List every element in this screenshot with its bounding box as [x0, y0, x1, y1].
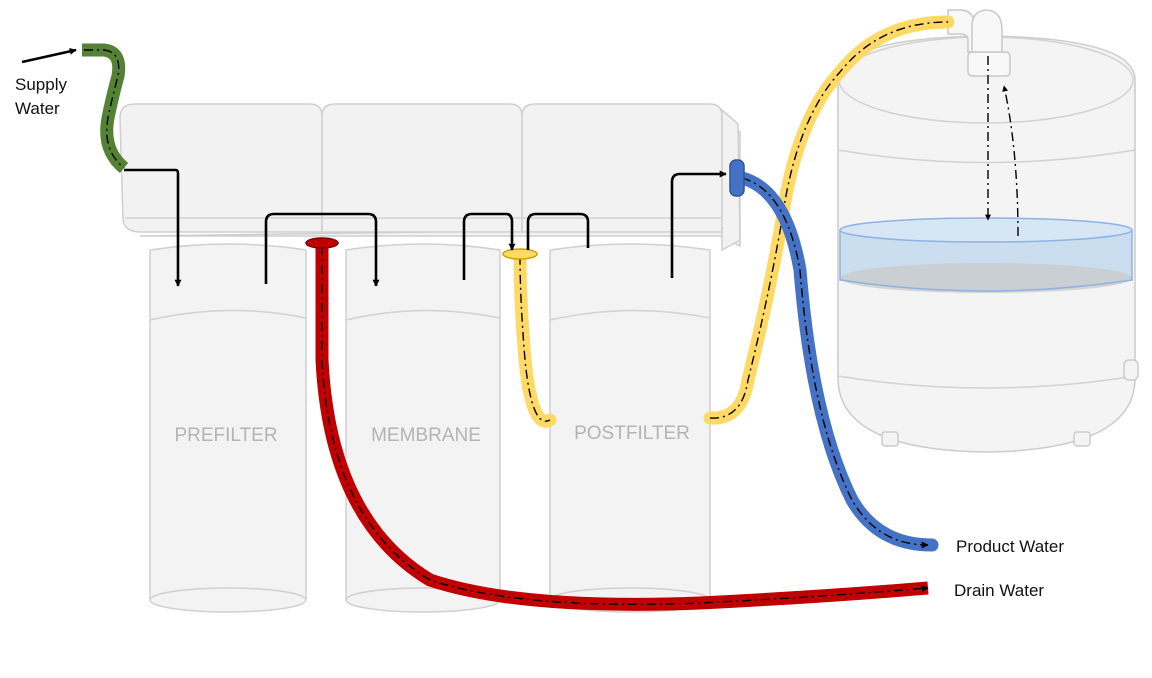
- prefilter-canister: PREFILTER: [149, 243, 307, 613]
- supply-water-tube: [82, 43, 129, 174]
- flow-into-prefilter: [124, 168, 182, 287]
- flow-arrows: [21, 47, 1019, 287]
- tank-draw-arrow: [1002, 85, 1019, 237]
- membrane-product-tube: [502, 248, 557, 428]
- storage-tank: [837, 9, 1139, 453]
- supply-pointer-arrow: [21, 47, 77, 64]
- prefilter-label: PREFILTER: [174, 425, 277, 446]
- tank-foot-right: [1073, 431, 1091, 447]
- flow-into-postfilter: [526, 212, 590, 250]
- flow-membrane-outlet: [462, 212, 516, 280]
- tank-water-level: [839, 217, 1133, 293]
- tank-foot-left: [881, 431, 899, 447]
- membrane-canister: MEMBRANE: [345, 243, 501, 613]
- product-water-label: Product Water: [956, 537, 1064, 556]
- postfilter-label: POSTFILTER: [574, 423, 690, 444]
- flow-postfilter-outlet: [670, 170, 727, 278]
- flow-prefilter-to-membrane: [264, 212, 380, 287]
- drain-water-label: Drain Water: [954, 581, 1044, 600]
- filter-housing: [119, 103, 741, 252]
- tank-drain-valve: [1123, 359, 1139, 381]
- tank-top-fitting: [947, 9, 1011, 77]
- product-water-tube: [729, 159, 939, 552]
- supply-water-label-line2: Water: [15, 99, 60, 118]
- postfilter-canister: POSTFILTER: [549, 243, 711, 613]
- membrane-label: MEMBRANE: [371, 425, 481, 446]
- drain-water-tube: [305, 237, 929, 611]
- supply-water-label-line1: Supply: [15, 75, 67, 94]
